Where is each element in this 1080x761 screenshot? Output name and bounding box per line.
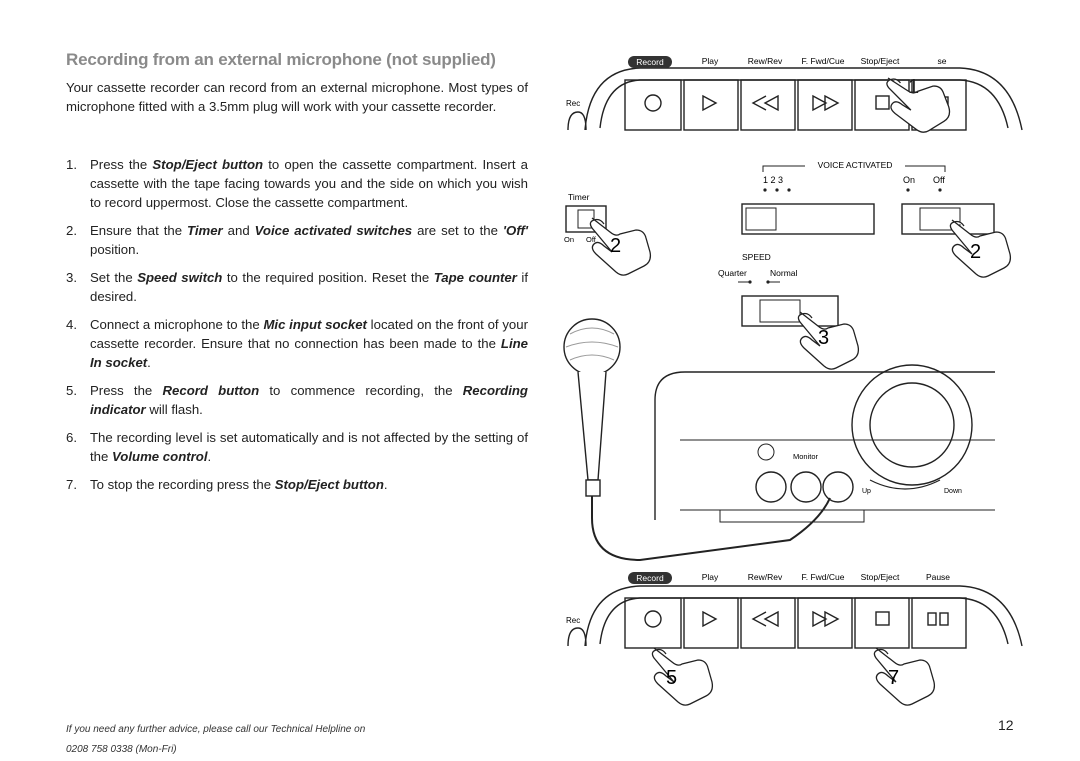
svg-text:Rec: Rec bbox=[566, 99, 580, 108]
speed-switch: SPEED Quarter Normal 3 bbox=[718, 252, 860, 370]
steps-list: 1.Press the Stop/Eject button to open th… bbox=[66, 155, 528, 494]
svg-text:F. Fwd/Cue: F. Fwd/Cue bbox=[802, 572, 845, 582]
svg-text:Off: Off bbox=[933, 175, 945, 185]
svg-text:Monitor: Monitor bbox=[793, 452, 819, 461]
svg-text:Rec: Rec bbox=[566, 616, 580, 625]
svg-text:5: 5 bbox=[666, 667, 677, 689]
svg-text:2: 2 bbox=[970, 241, 981, 263]
svg-text:3: 3 bbox=[818, 327, 829, 349]
step-5: 5.Press the Record button to commence re… bbox=[66, 383, 528, 417]
step-2: 2.Ensure that the Timer and Voice activa… bbox=[66, 223, 528, 257]
svg-text:Stop/Eject: Stop/Eject bbox=[861, 56, 900, 66]
step-4: 4.Connect a microphone to the Mic input … bbox=[66, 317, 528, 370]
bottom-deck-panel: Record Play Rew/Rev F. Fwd/Cue Stop/Ejec… bbox=[566, 572, 1023, 706]
svg-text:Quarter: Quarter bbox=[718, 268, 747, 278]
step-6: 6.The recording level is set automatical… bbox=[66, 430, 528, 464]
front-unit: Monitor Up Down bbox=[654, 364, 995, 523]
intro-paragraph: Your cassette recorder can record from a… bbox=[66, 80, 528, 114]
top-record-label: Record bbox=[636, 57, 664, 67]
step-3: 3.Set the Speed switch to the required p… bbox=[66, 270, 529, 304]
svg-text:On: On bbox=[564, 235, 574, 244]
svg-text:Stop/Eject: Stop/Eject bbox=[861, 572, 900, 582]
svg-text:Timer: Timer bbox=[568, 192, 590, 202]
svg-text:Down: Down bbox=[944, 488, 962, 495]
svg-text:Play: Play bbox=[702, 572, 719, 582]
timer-switch: Timer On Off 2 bbox=[564, 192, 652, 276]
step-1: 1.Press the Stop/Eject button to open th… bbox=[66, 157, 528, 210]
svg-text:F. Fwd/Cue: F. Fwd/Cue bbox=[802, 56, 845, 66]
svg-text:Record: Record bbox=[636, 573, 664, 583]
svg-text:VOICE ACTIVATED: VOICE ACTIVATED bbox=[818, 160, 893, 170]
svg-text:1 2 3: 1 2 3 bbox=[763, 175, 783, 185]
footer-helpline: If you need any further advice, please c… bbox=[66, 724, 366, 755]
svg-text:1: 1 bbox=[908, 76, 919, 98]
svg-text:se: se bbox=[938, 56, 947, 66]
svg-text:Rew/Rev: Rew/Rev bbox=[748, 56, 783, 66]
svg-text:Rew/Rev: Rew/Rev bbox=[748, 572, 783, 582]
svg-text:2: 2 bbox=[610, 235, 621, 257]
svg-text:Normal: Normal bbox=[770, 268, 798, 278]
svg-text:Up: Up bbox=[862, 488, 871, 495]
page-title: Recording from an external microphone (n… bbox=[66, 50, 496, 69]
page-number: 12 bbox=[998, 717, 1014, 733]
microphone bbox=[563, 318, 831, 562]
svg-text:Pause: Pause bbox=[926, 572, 950, 582]
svg-text:7: 7 bbox=[888, 667, 899, 689]
svg-text:Play: Play bbox=[702, 56, 719, 66]
voice-activated-panel: VOICE ACTIVATED 1 2 3 On Off 2 bbox=[741, 160, 1012, 278]
svg-text:Off: Off bbox=[586, 235, 597, 244]
top-deck-panel: Record Play Rew/Rev F. Fwd/Cue Stop/Ejec… bbox=[566, 56, 1023, 136]
svg-text:SPEED: SPEED bbox=[742, 252, 771, 262]
svg-text:On: On bbox=[903, 175, 915, 185]
step-7: 7.To stop the recording press the Stop/E… bbox=[66, 477, 388, 492]
